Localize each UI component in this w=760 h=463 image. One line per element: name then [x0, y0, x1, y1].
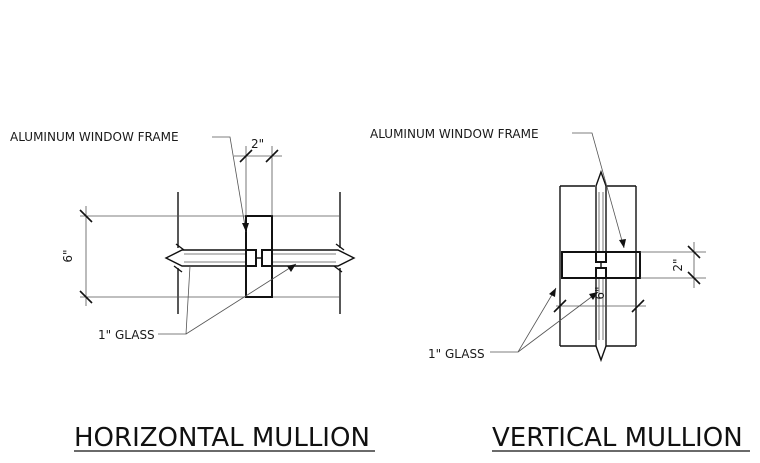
horizontal-glass-label: 1" GLASS — [98, 328, 155, 342]
horizontal-dim-height-label: 6" — [61, 249, 75, 262]
horizontal-dim-width-label: 2" — [251, 137, 264, 151]
vertical-dim-width-label: 6" — [593, 286, 607, 299]
vertical-mullion-detail — [490, 132, 706, 363]
vertical-dim-height-label: 2" — [671, 258, 685, 271]
vertical-frame-label: ALUMINUM WINDOW FRAME — [370, 127, 539, 141]
horizontal-mullion-title: HORIZONTAL MULLION — [74, 423, 370, 453]
horizontal-mullion-detail — [79, 136, 356, 335]
horizontal-frame-label: ALUMINUM WINDOW FRAME — [10, 130, 179, 144]
vertical-glass-label: 1" GLASS — [428, 347, 485, 361]
vertical-mullion-title: VERTICAL MULLION — [492, 423, 743, 453]
